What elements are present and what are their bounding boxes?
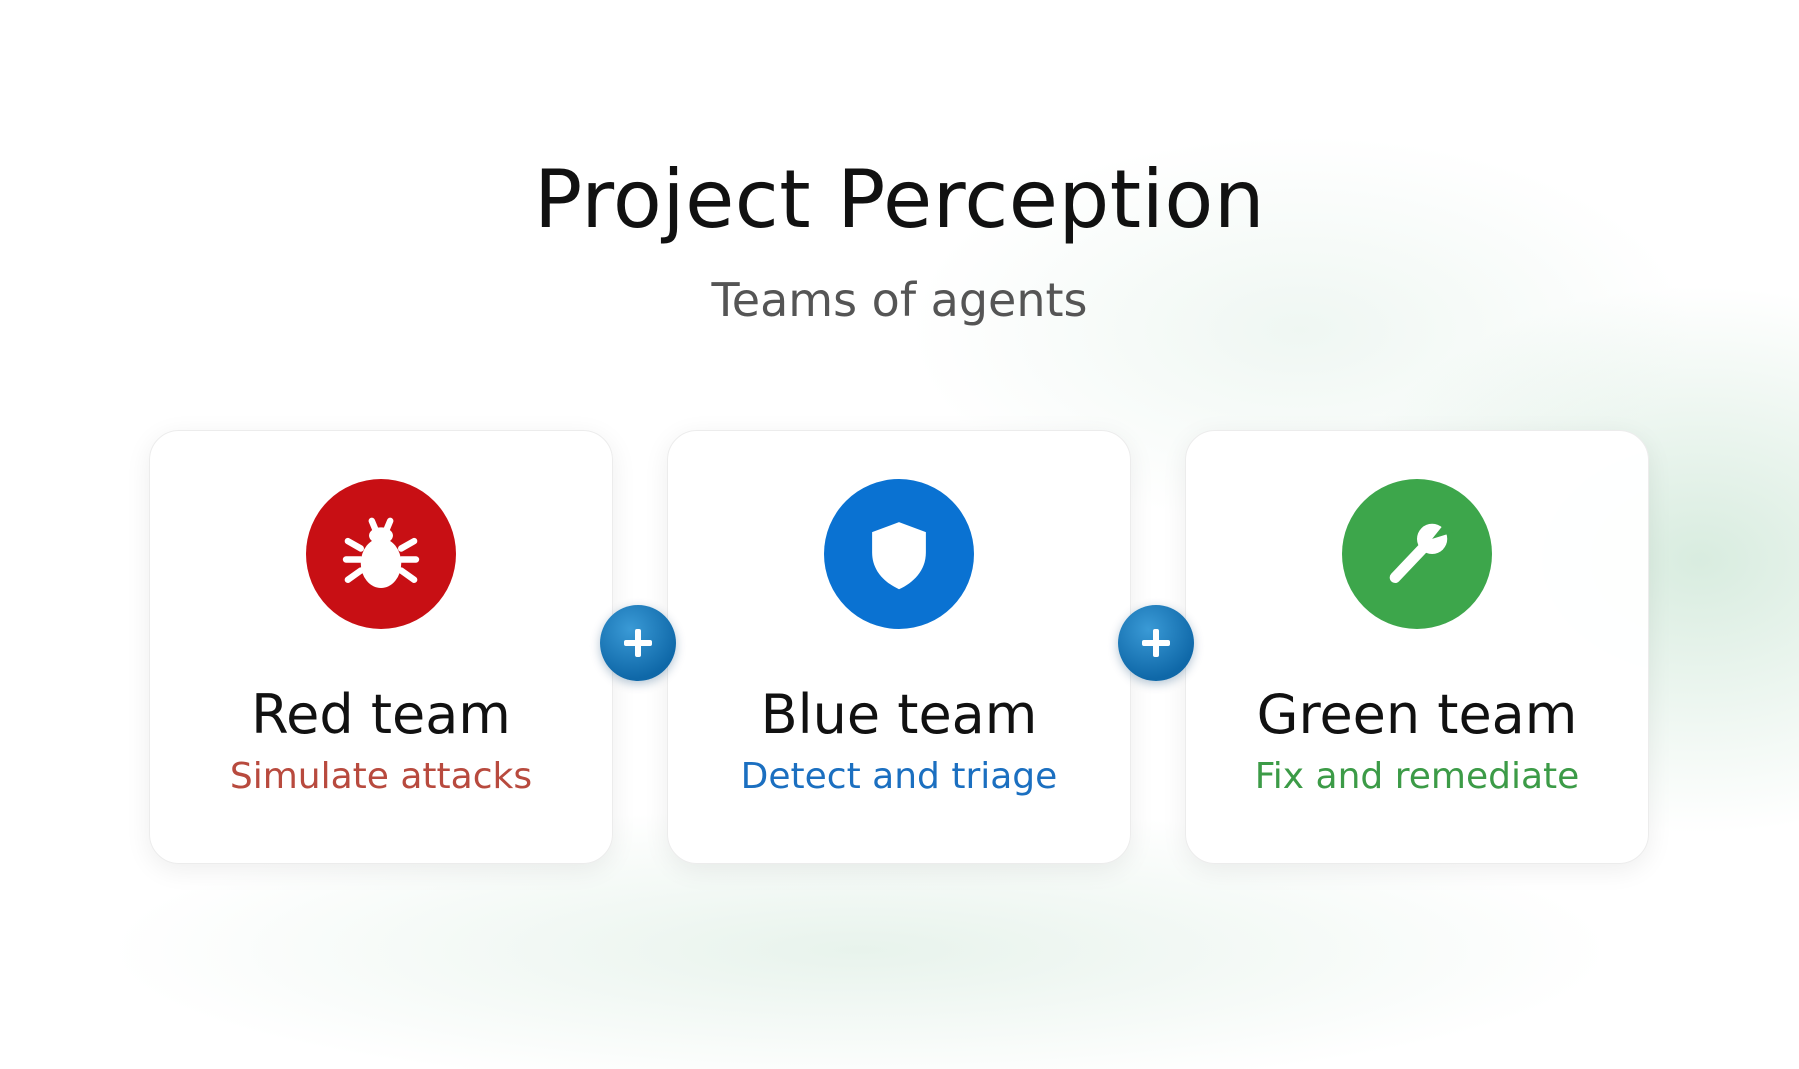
red-team-title: Red team — [251, 683, 511, 746]
wrench-icon — [1389, 522, 1454, 583]
shield-icon — [872, 522, 926, 590]
team-card-red: Red team Simulate attacks — [149, 430, 613, 864]
green-team-title: Green team — [1256, 683, 1578, 746]
plus-connector-1 — [600, 605, 676, 681]
plus-icon — [624, 629, 652, 657]
team-card-green: Green team Fix and remediate — [1185, 430, 1649, 864]
page-title: Project Perception — [533, 153, 1266, 246]
blue-team-tagline: Detect and triage — [740, 756, 1058, 797]
blue-team-title: Blue team — [760, 683, 1038, 746]
green-team-tagline: Fix and remediate — [1254, 756, 1580, 797]
page-subtitle: Teams of agents — [711, 273, 1088, 327]
red-team-tagline: Simulate attacks — [229, 756, 533, 797]
green-team-badge — [1342, 479, 1492, 629]
bug-icon — [342, 517, 420, 589]
plus-icon — [1142, 629, 1170, 657]
team-card-blue: Blue team Detect and triage — [667, 430, 1131, 864]
plus-connector-2 — [1118, 605, 1194, 681]
red-team-badge — [306, 479, 456, 629]
blue-team-badge — [824, 479, 974, 629]
